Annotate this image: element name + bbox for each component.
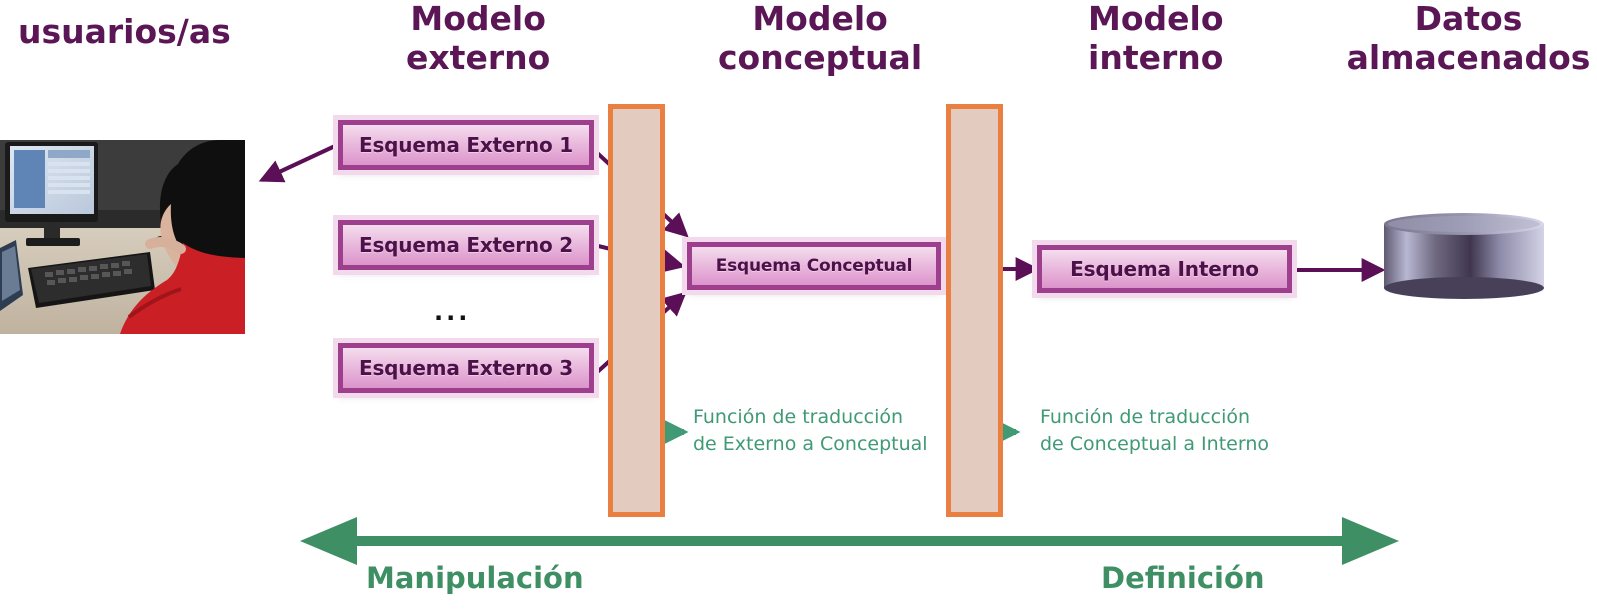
database-cylinder-icon [1384,213,1544,299]
schema-label: Esquema Externo 1 [359,133,573,157]
translation-band-conceptual-interno [946,104,1003,517]
column-title-line-1: Modelo [752,0,888,38]
column-title-line-2: interno [1088,38,1224,77]
schema-label: Esquema Externo 3 [359,356,573,380]
column-title-datos-almacenados: Datos almacenados [1340,0,1597,77]
function-text-conceptual-interno: Función de traducción de Conceptual a In… [1040,404,1269,458]
schema-label: Esquema Conceptual [715,256,913,276]
column-title-line-1: Modelo [1088,0,1224,38]
column-title-modelo-interno: Modelo interno [1088,0,1224,77]
schema-box-externo-3: Esquema Externo 3 [338,343,594,393]
schema-box-conceptual: Esquema Conceptual [687,242,941,290]
user-at-computer-photo [0,140,245,334]
column-title-usuarios-line: usuarios/as [18,12,231,51]
arrow-externo1-to-usuarios [258,144,336,183]
function-text-line: de Externo a Conceptual [693,433,928,455]
column-title-modelo-externo: Modelo externo [406,0,550,77]
column-title-line-1: Datos [1414,0,1523,38]
manipulacion-arrowhead [300,517,357,565]
ellipsis-more-schemas: ... [434,298,471,326]
schema-label: Esquema Externo 2 [359,233,573,257]
definicion-label: Definición [1101,561,1265,595]
function-text-externo-conceptual: Función de traducción de Externo a Conce… [693,404,928,458]
function-text-line: Función de traducción [693,406,904,428]
schema-label: Esquema Interno [1070,257,1259,281]
column-title-modelo-conceptual: Modelo conceptual [718,0,922,77]
schema-box-externo-2: Esquema Externo 2 [338,220,594,270]
column-title-line-2: externo [406,38,551,77]
function-text-line: de Conceptual a Interno [1040,433,1269,455]
schema-box-externo-1: Esquema Externo 1 [338,120,594,170]
translation-band-externo-conceptual [608,104,665,517]
user-at-computer-illustration [0,140,245,334]
manipulacion-label: Manipulación [366,561,584,595]
definicion-arrowhead [1342,517,1399,565]
schema-box-interno: Esquema Interno [1037,245,1292,293]
column-title-line-1: Modelo [410,0,546,38]
column-title-usuarios: usuarios/as [18,12,231,51]
function-text-line: Función de traducción [1040,406,1251,428]
column-title-line-2: conceptual [718,38,923,77]
column-title-line-2: almacenados [1346,38,1591,77]
